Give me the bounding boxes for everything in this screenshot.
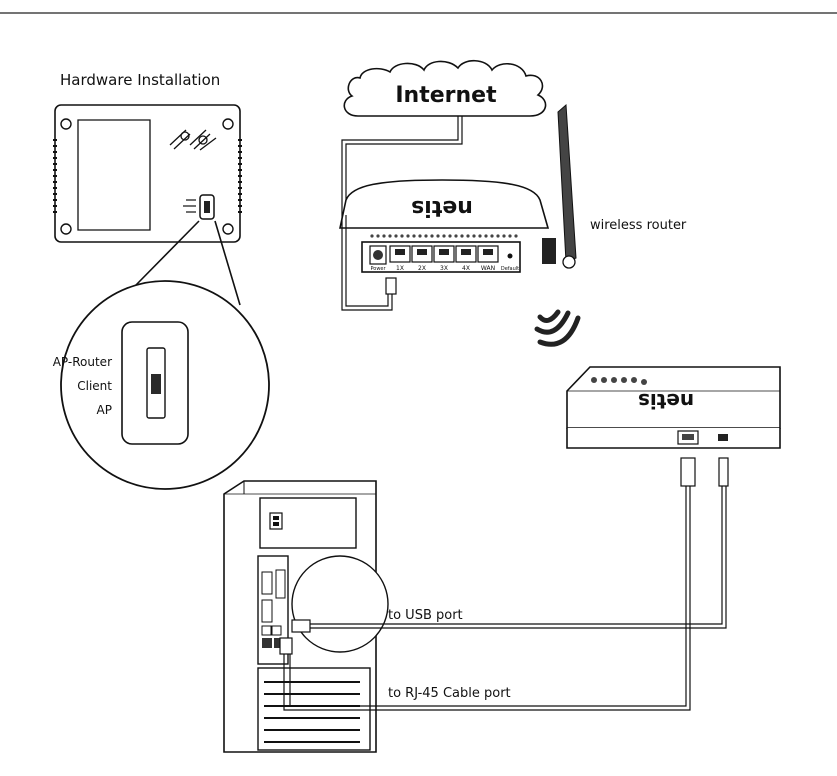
usb-port-label: to USB port <box>388 608 463 623</box>
device-back-panel <box>53 105 242 242</box>
router-reset-label: Default <box>501 266 519 272</box>
router-port-2x: 2X <box>418 265 426 272</box>
router-port-4x: 4X <box>462 265 470 272</box>
router-port-3x: 3X <box>440 265 448 272</box>
router-brand-logo: netis <box>411 195 473 220</box>
switch-option-ap-router: AP-Router <box>53 355 112 369</box>
switch-option-client: Client <box>77 379 112 393</box>
internet-label: Internet <box>395 83 497 108</box>
wireless-router-label: wireless router <box>590 218 687 233</box>
adapter-brand-logo: netis <box>638 389 694 413</box>
switch-option-ap: AP <box>97 403 112 417</box>
rj45-port-label: to RJ-45 Cable port <box>388 686 511 701</box>
router-port-wan: WAN <box>481 265 495 272</box>
computer-tower <box>224 481 388 752</box>
router-power-label: Power <box>370 266 386 272</box>
wireless-signal-icon <box>537 312 578 344</box>
diagram-title: Hardware Installation <box>60 71 220 89</box>
router-port-1x: 1X <box>396 265 404 272</box>
